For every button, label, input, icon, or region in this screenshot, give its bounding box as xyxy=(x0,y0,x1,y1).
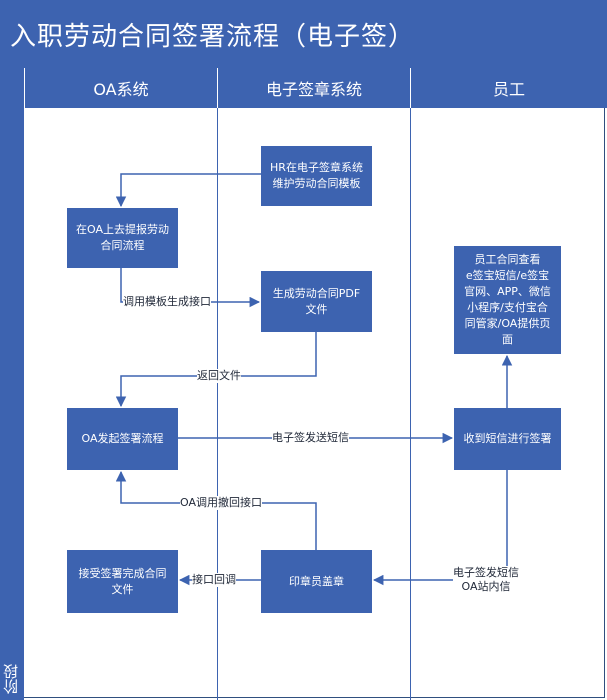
lane-divider-2 xyxy=(410,108,411,700)
box-generate-pdf: 生成劳动合同PDF 文件 xyxy=(261,271,372,332)
label-call-template-api: 调用模板生成接口 xyxy=(123,295,211,310)
lane-header-oa: OA系统 xyxy=(24,68,217,108)
box-oa-start-sign: OA发起签署流程 xyxy=(67,408,178,470)
box-receive-sms: 收到短信进行签署 xyxy=(454,408,561,470)
box-oa-submit: 在OA上去提报劳动 合同流程 xyxy=(67,208,178,268)
box-accept-file: 接受签署完成合同 文件 xyxy=(67,550,178,613)
box-seal: 印章员盖章 xyxy=(261,550,372,613)
box-hr-template: HR在电子签章系统 维护劳动合同模板 xyxy=(261,146,372,206)
box-employee-view: 员工合同查看 e签宝短信/e签宝 官网、APP、微信 小程序/支付宝合 同管家/… xyxy=(454,246,561,354)
lane-header-esign: 电子签章系统 xyxy=(217,68,410,108)
lane-divider-1 xyxy=(217,108,218,700)
label-esign-sms-oa-message: 电子签发短信 OA站内信 xyxy=(453,566,519,595)
label-oa-callback-api: OA调用撤回接口 xyxy=(180,496,262,511)
lane-header-employee: 员工 xyxy=(410,68,607,108)
label-api-callback: 接口回调 xyxy=(192,573,236,588)
stage-column: 阶段 xyxy=(0,68,24,700)
title-bar: 入职劳动合同签署流程（电子签） xyxy=(0,0,607,68)
diagram-title: 入职劳动合同签署流程（电子签） xyxy=(10,22,416,52)
label-return-file: 返回文件 xyxy=(197,369,241,384)
label-esign-send-sms: 电子签发送短信 xyxy=(272,431,349,446)
stage-label: 阶段 xyxy=(2,664,20,694)
